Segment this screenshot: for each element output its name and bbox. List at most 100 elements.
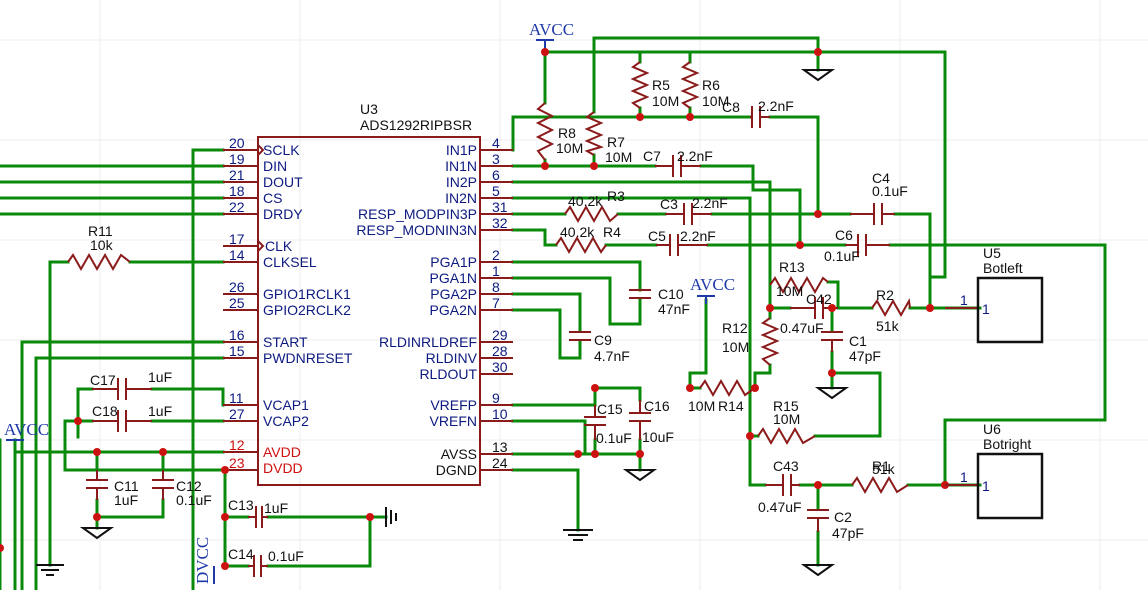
ground-icon xyxy=(36,564,64,576)
u5-pad: 1 xyxy=(982,301,990,317)
r6-value: 10M xyxy=(702,93,729,109)
pin-name-avss: AVSS xyxy=(441,446,477,462)
pin-num-dgnd: 24 xyxy=(492,455,508,471)
connector-u6[interactable]: U6 Botright 1 1 xyxy=(945,421,1044,520)
c14-value: 0.1uF xyxy=(268,548,304,564)
pin-name-resp-p: RESP_MODPIN3P xyxy=(358,206,477,222)
power-avcc-left: AVCC xyxy=(4,420,49,441)
pin-num-rldout: 30 xyxy=(492,359,508,375)
r13-value: 10M xyxy=(776,283,803,299)
pin-num-vrefn: 10 xyxy=(492,406,508,422)
pin-num-start: 16 xyxy=(229,327,245,343)
c8-ref: C8 xyxy=(722,99,740,115)
c18-ref: C18 xyxy=(92,403,118,419)
r12-value: 10M xyxy=(722,339,749,355)
pin-name-vrefn: VREFN xyxy=(430,413,477,429)
c17-value: 1uF xyxy=(148,369,172,385)
pin-num-clksel: 14 xyxy=(229,247,245,263)
c42-ref: C42 xyxy=(806,291,832,307)
connector-u5[interactable]: U5 Botleft 1 1 xyxy=(945,245,1044,344)
pin-num-cs: 18 xyxy=(229,183,245,199)
pin-name-start: START xyxy=(263,334,308,350)
r14-ref: R14 xyxy=(718,398,744,414)
c3-ref: C3 xyxy=(660,196,678,212)
pin-name-pga1p: PGA1P xyxy=(430,254,477,270)
c2-value: 47pF xyxy=(832,525,864,541)
pin-num-pga2n: 7 xyxy=(492,295,500,311)
c11-ref: C11 xyxy=(114,478,139,494)
capacitors xyxy=(86,106,895,577)
pin-num-rldinv: 28 xyxy=(492,343,508,359)
u5-pin-num: 1 xyxy=(960,292,968,308)
ic-part-number: ADS1292RIPBSR xyxy=(360,117,472,133)
r15-ref: R15 xyxy=(773,398,799,414)
ic-ref: U3 xyxy=(360,101,378,117)
junctions xyxy=(0,48,949,570)
c10-value: 47nF xyxy=(658,301,690,317)
r4-ref: R4 xyxy=(603,224,621,240)
pin-name-avdd: AVDD xyxy=(263,444,301,460)
c16-value: 10uF xyxy=(642,429,674,445)
r2-ref: R2 xyxy=(876,287,894,303)
pin-num-gpio1: 26 xyxy=(229,279,245,295)
pin-name-in2n: IN2N xyxy=(445,190,477,206)
r15-value: 10M xyxy=(773,411,800,427)
c16-ref: C16 xyxy=(644,398,670,414)
ground-icon xyxy=(385,507,397,527)
r8-ref: R8 xyxy=(558,125,576,141)
pin-name-din: DIN xyxy=(263,158,287,174)
ground-icon xyxy=(814,387,850,400)
pin-name-pga2n: PGA2N xyxy=(430,302,477,318)
c12-ref: C12 xyxy=(176,478,202,494)
pin-num-sclk: 20 xyxy=(229,135,245,151)
c13-value: 1uF xyxy=(264,500,288,516)
power-avcc-mid: AVCC xyxy=(690,275,735,304)
pin-name-dvdd: DVDD xyxy=(263,460,303,476)
ic-u3[interactable]: U3 ADS1292RIPBSR 20 19 21 18 22 17 14 26… xyxy=(223,101,513,486)
r14-value: 10M xyxy=(688,398,715,414)
u5-name: Botleft xyxy=(983,260,1023,276)
c6-value: 0.1uF xyxy=(824,248,860,264)
pin-name-sclk: SCLK xyxy=(263,142,300,158)
c4-ref: C4 xyxy=(872,170,890,186)
pin-num-drdy: 22 xyxy=(229,199,245,215)
r12-ref: R12 xyxy=(722,320,748,336)
pin-name-clksel: CLKSEL xyxy=(263,254,317,270)
u6-name: Botright xyxy=(983,436,1031,452)
pin-num-gpio2: 25 xyxy=(229,295,245,311)
c8-value: 2.2nF xyxy=(758,98,794,114)
pin-name-pwdn: PWDNRESET xyxy=(263,350,353,366)
pin-name-gpio1: GPIO1RCLK1 xyxy=(263,286,351,302)
pin-name-in2p: IN2P xyxy=(446,174,477,190)
c4-value: 0.1uF xyxy=(872,183,908,199)
pin-name-gpio2: GPIO2RCLK2 xyxy=(263,302,351,318)
c9-ref: C9 xyxy=(594,332,612,348)
pin-num-din: 19 xyxy=(229,151,245,167)
pin-num-pga1n: 1 xyxy=(492,263,500,279)
c18-value: 1uF xyxy=(148,403,172,419)
pin-num-resp-n: 32 xyxy=(492,215,508,231)
pin-num-in2n: 5 xyxy=(492,183,500,199)
pin-name-in1p: IN1P xyxy=(446,142,477,158)
pin-name-vcap2: VCAP2 xyxy=(263,413,309,429)
ic-right-pins xyxy=(480,149,513,471)
c6-ref: C6 xyxy=(835,227,853,243)
ground-symbols xyxy=(36,69,850,577)
c7-ref: C7 xyxy=(643,148,661,164)
r11-value: 10k xyxy=(90,237,114,253)
c11-value: 1uF xyxy=(114,492,138,508)
pin-name-drdy: DRDY xyxy=(263,206,303,222)
pin-num-pga1p: 2 xyxy=(492,247,500,263)
c13-ref: C13 xyxy=(228,497,254,513)
pin-name-cs: CS xyxy=(263,190,282,206)
r11-ref: R11 xyxy=(88,223,113,239)
c3-value: 2.2nF xyxy=(692,195,728,211)
ground-icon xyxy=(79,527,115,540)
pin-name-pga2p: PGA2P xyxy=(430,286,477,302)
u5-ref: U5 xyxy=(983,245,1001,261)
r1-ref: R1 xyxy=(872,458,890,474)
c17-ref: C17 xyxy=(90,372,116,388)
pin-name-rldout: RLDOUT xyxy=(419,366,477,382)
pin-num-vrefp: 9 xyxy=(492,390,500,406)
